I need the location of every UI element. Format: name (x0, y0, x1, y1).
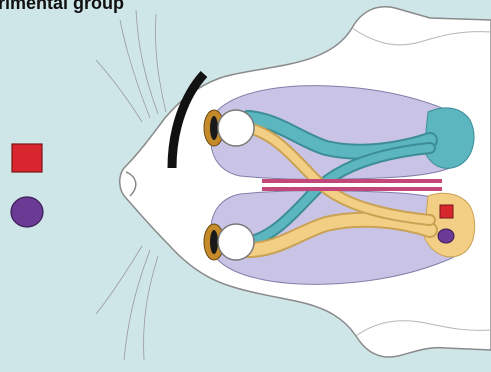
eye-top (204, 110, 254, 146)
cortex-purple-circle-icon (438, 229, 454, 243)
cortex-red-square-icon (440, 205, 453, 218)
purple-circle-icon (11, 197, 43, 227)
eye-bottom (204, 224, 254, 260)
red-square-icon (12, 144, 42, 172)
corpus-callosum-cut (262, 179, 442, 191)
